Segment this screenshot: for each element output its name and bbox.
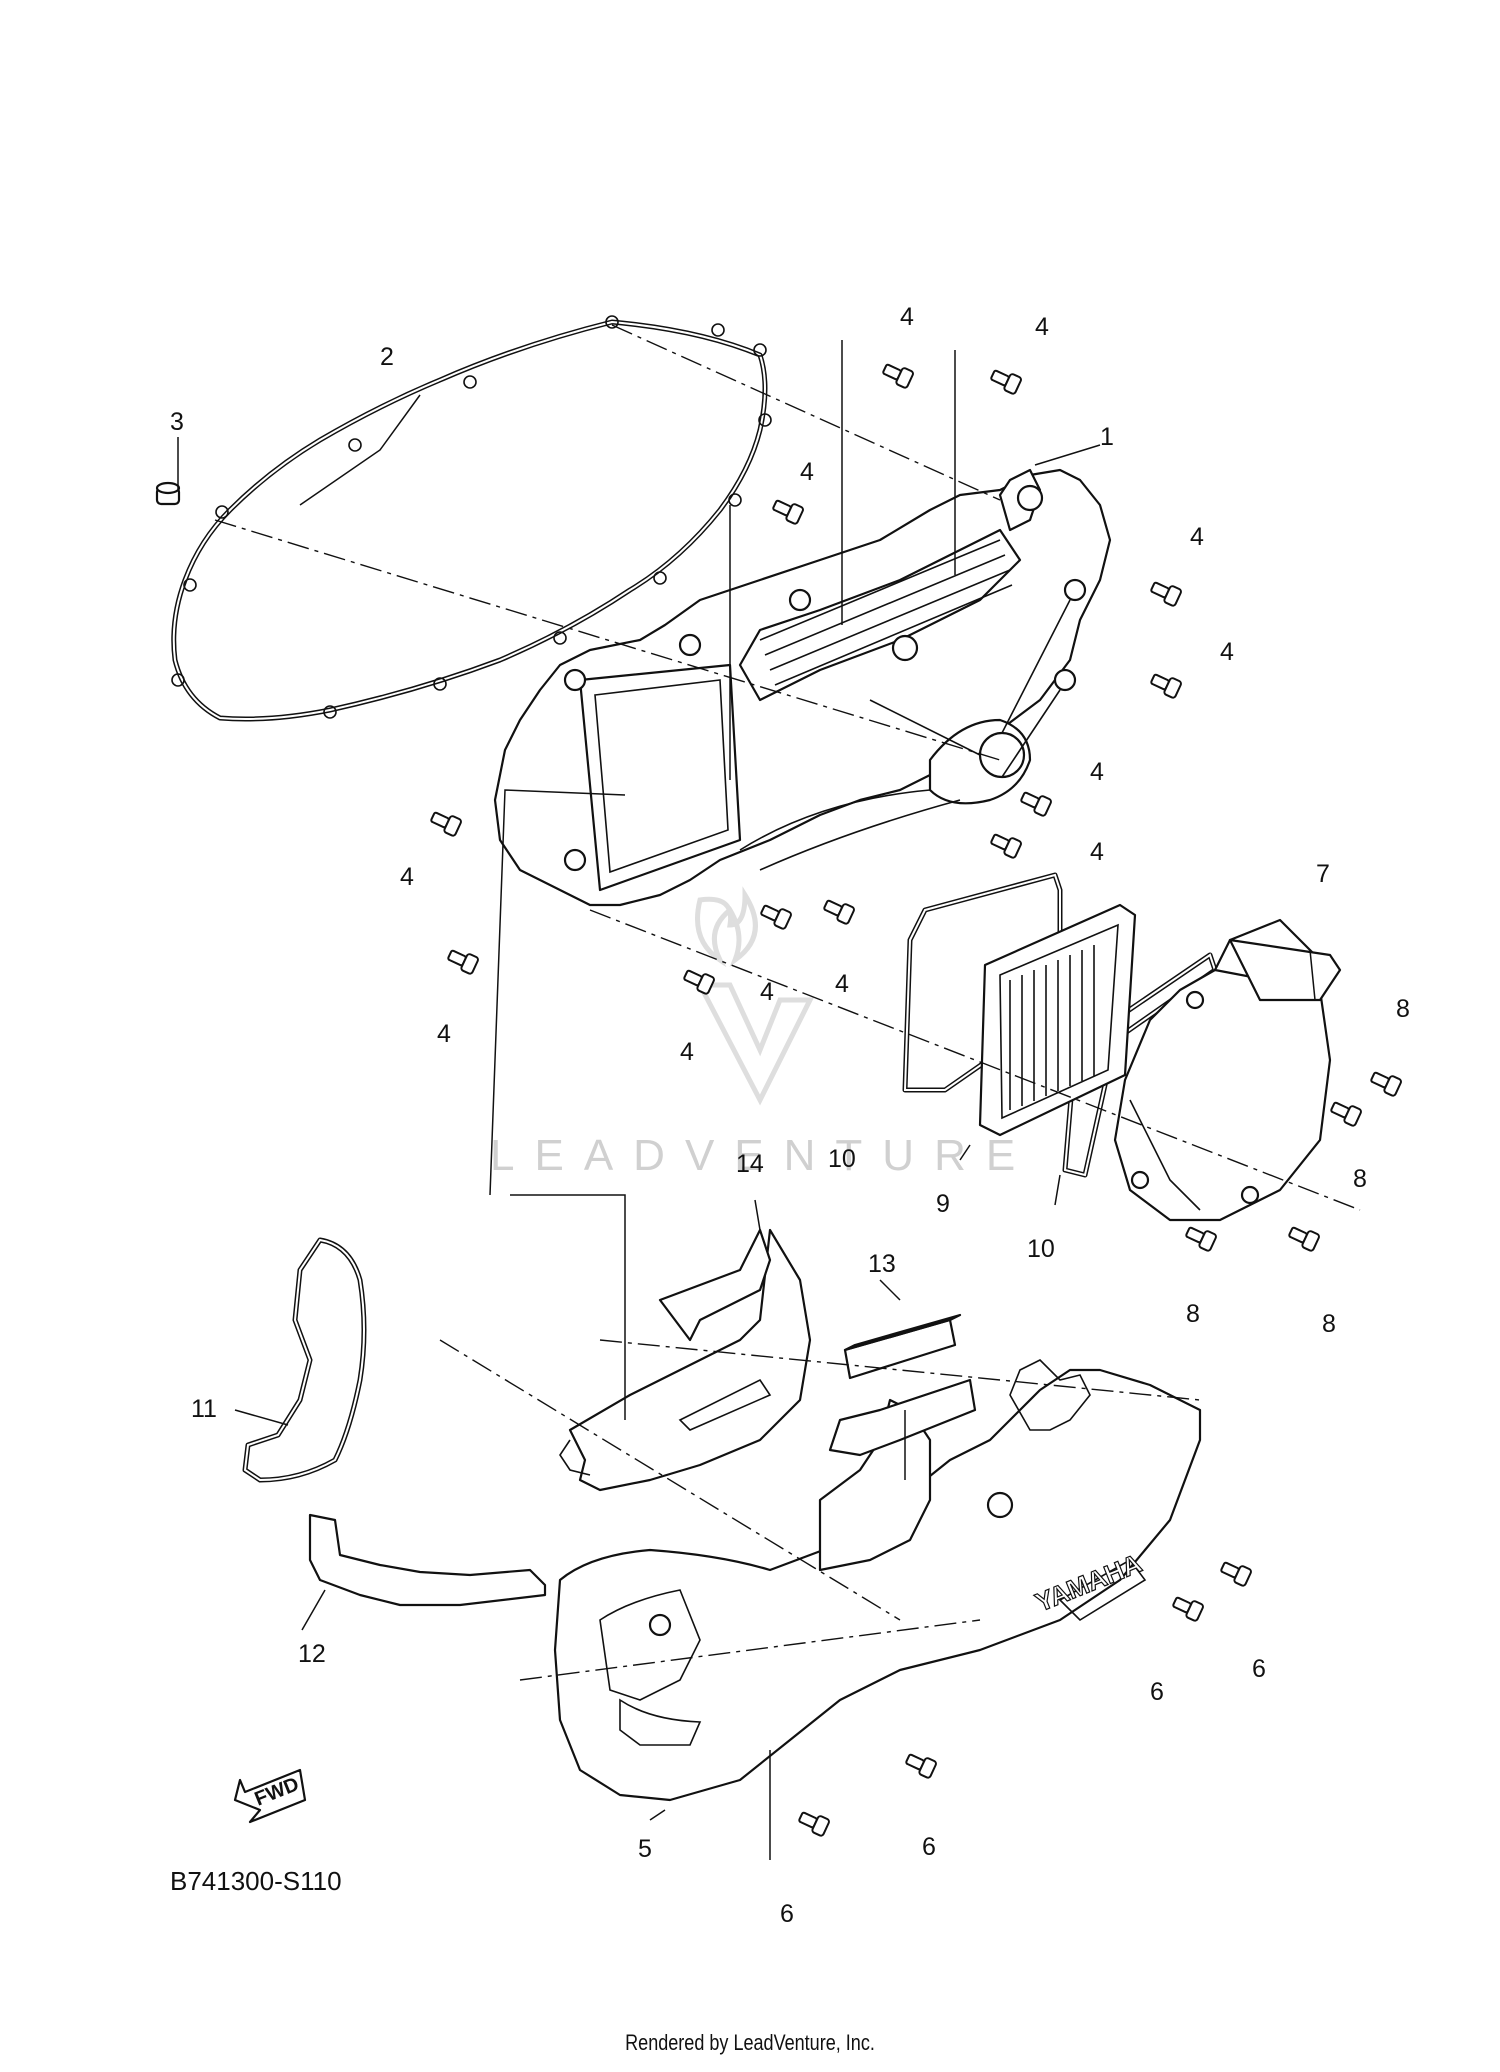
callout-1: 1 xyxy=(1100,423,1114,451)
bolt-8 xyxy=(1367,1067,1403,1098)
part-1-crankcase-cover xyxy=(493,468,1112,907)
callouts: 1 2 3 4 4 4 4 4 4 4 4 4 4 4 4 5 6 6 6 6 … xyxy=(170,303,1410,1928)
assembly-lines xyxy=(214,324,1361,1860)
part-13-pad xyxy=(843,1313,962,1380)
bolt-4 xyxy=(769,495,805,526)
bolt-6 xyxy=(902,1749,938,1780)
part-12-seal-strip xyxy=(308,1513,547,1607)
callout-4: 4 xyxy=(760,978,774,1006)
fwd-arrow: FWD xyxy=(233,1768,307,1824)
bolt-6 xyxy=(1217,1557,1253,1588)
bolt-4 xyxy=(757,900,793,931)
callout-4: 4 xyxy=(437,1020,451,1048)
bolt-4 xyxy=(427,807,463,838)
callout-4: 4 xyxy=(1090,838,1104,866)
watermark-text: LEADVENTURE xyxy=(490,1131,1035,1180)
footer-credit: Rendered by LeadVenture, Inc. xyxy=(625,2030,875,2055)
bolt-4 xyxy=(879,359,915,390)
callout-5: 5 xyxy=(638,1835,652,1863)
callout-10: 10 xyxy=(828,1145,856,1173)
bolt-8 xyxy=(1285,1222,1321,1253)
bolt-4 xyxy=(1017,787,1053,818)
callout-11: 11 xyxy=(191,1395,217,1423)
callout-4: 4 xyxy=(400,863,414,891)
callout-4: 4 xyxy=(900,303,914,331)
part-2-gasket xyxy=(171,315,772,722)
callout-3: 3 xyxy=(170,408,184,436)
callout-6: 6 xyxy=(922,1833,936,1861)
watermark-logo xyxy=(695,886,815,1106)
callout-4: 4 xyxy=(800,458,814,486)
bolt-4 xyxy=(444,945,480,976)
callout-4: 4 xyxy=(1035,313,1049,341)
diagram-code: B741300-S110 xyxy=(170,1866,342,1896)
callout-4: 4 xyxy=(1090,758,1104,786)
bolt-4 xyxy=(987,365,1023,396)
part-11-seal xyxy=(242,1237,367,1483)
part-14-cover xyxy=(559,1228,812,1492)
callout-8: 8 xyxy=(1353,1165,1367,1193)
callout-leaders xyxy=(177,394,1316,1821)
callout-6: 6 xyxy=(780,1900,794,1928)
bolt-4 xyxy=(987,829,1023,860)
bolt-6 xyxy=(795,1807,831,1838)
callout-13: 13 xyxy=(868,1250,896,1278)
callout-2: 2 xyxy=(380,343,394,371)
bolt-4 xyxy=(820,895,856,926)
bolt-8 xyxy=(1327,1097,1363,1128)
callout-8: 8 xyxy=(1322,1310,1336,1338)
callout-8: 8 xyxy=(1186,1300,1200,1328)
watermark: LEADVENTURE xyxy=(490,886,1035,1180)
callout-6: 6 xyxy=(1252,1655,1266,1683)
bolt-4 xyxy=(1147,669,1183,700)
part-9-air-filter xyxy=(978,903,1137,1137)
callout-4: 4 xyxy=(1190,523,1204,551)
callout-12: 12 xyxy=(298,1640,326,1668)
bolt-8 xyxy=(1182,1222,1218,1253)
part-3-dowel-pin xyxy=(155,481,181,506)
bolt-4 xyxy=(680,965,716,996)
callout-10: 10 xyxy=(1027,1235,1055,1263)
callout-4: 4 xyxy=(835,970,849,998)
part-7-filter-case xyxy=(1113,918,1342,1222)
callout-6: 6 xyxy=(1150,1678,1164,1706)
bolt-4 xyxy=(1147,577,1183,608)
callout-4: 4 xyxy=(680,1038,694,1066)
bolt-6 xyxy=(1169,1592,1205,1623)
callout-4: 4 xyxy=(1220,638,1234,666)
callout-8: 8 xyxy=(1396,995,1410,1023)
callout-9: 9 xyxy=(936,1190,950,1218)
callout-7: 7 xyxy=(1316,860,1330,888)
callout-14: 14 xyxy=(736,1150,764,1178)
